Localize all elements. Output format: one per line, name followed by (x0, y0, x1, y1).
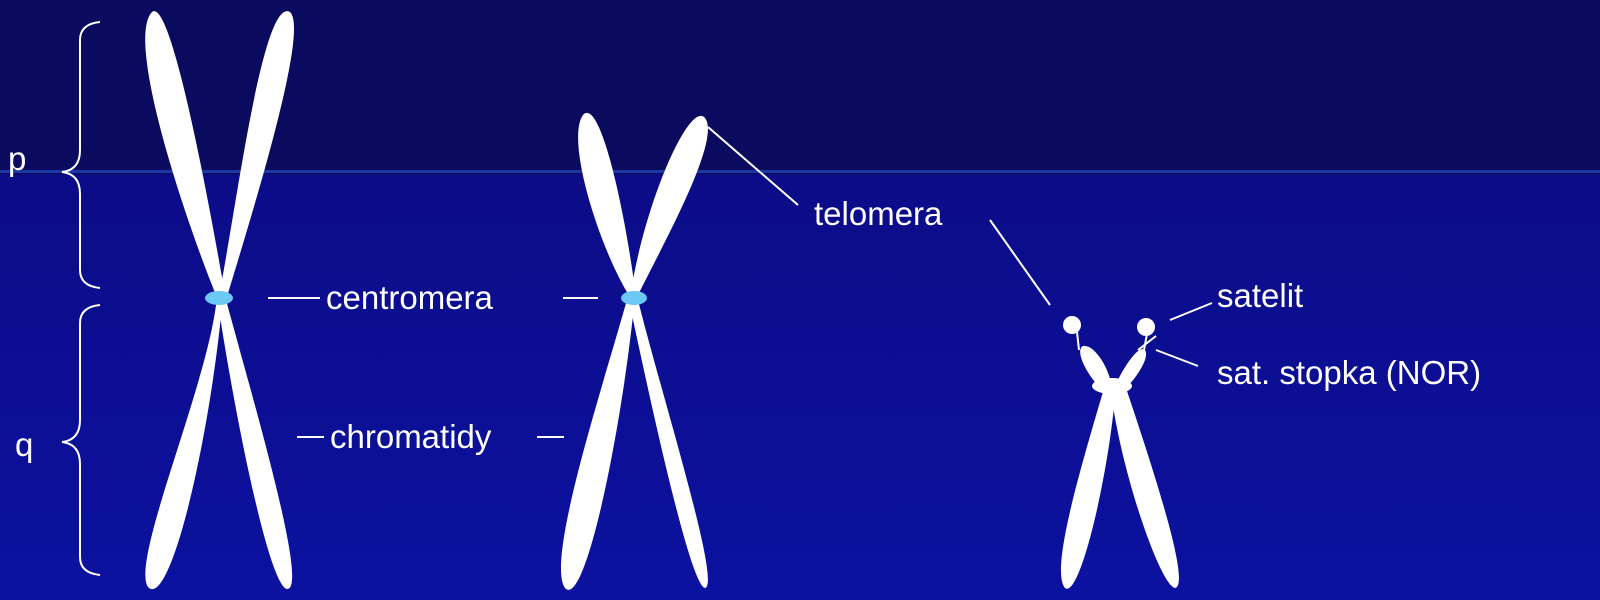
satellite-stalk-leader (1156, 350, 1198, 366)
q-arm-label: q (15, 426, 33, 463)
satellite-stalk-label: sat. stopka (NOR) (1217, 354, 1481, 391)
centromere-marker (621, 291, 647, 305)
centromere-marker (205, 291, 233, 305)
telomere-leader-2 (990, 220, 1050, 305)
chromatid-arm (1110, 385, 1179, 588)
satellite-body (1137, 318, 1155, 336)
chromatid-arm (578, 113, 636, 297)
centromere-region (1092, 378, 1132, 394)
chromatid-arm (145, 296, 223, 589)
satellite-leader (1170, 303, 1212, 320)
chromosome-metacentric (145, 11, 294, 589)
satellite-stalk (1144, 334, 1147, 350)
chromatid-arm (217, 296, 292, 589)
telomere-label: telomera (814, 195, 943, 232)
p-arm-label: p (8, 140, 26, 177)
chromatid-arm (628, 296, 708, 588)
chromatid-arm (561, 296, 635, 590)
chromosome-acrocentric (1061, 316, 1179, 589)
q-arm-brace (62, 305, 100, 575)
centromere-label: centromera (326, 279, 494, 316)
chromatid-arm (1061, 385, 1116, 589)
chromatids-label: chromatidy (330, 418, 492, 455)
chromatid-arm (145, 11, 226, 300)
satellite-body (1063, 316, 1081, 334)
chromatid-arm (630, 116, 708, 297)
satellite-stalk (1077, 332, 1079, 350)
chromatid-arm (218, 11, 294, 300)
satellite-label: satelit (1217, 277, 1303, 314)
telomere-leader-1 (708, 127, 798, 205)
divider-glow (0, 170, 1600, 173)
chromosome-submetacentric (561, 113, 708, 590)
p-arm-brace (62, 22, 100, 288)
